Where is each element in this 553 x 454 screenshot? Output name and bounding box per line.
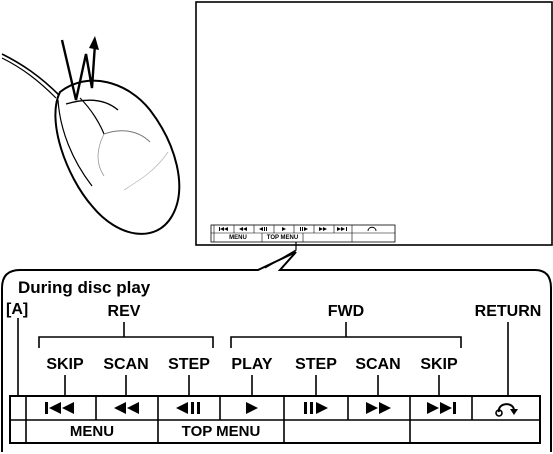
skip-back-button[interactable] bbox=[27, 397, 95, 419]
return-group-label: RETURN bbox=[474, 303, 542, 320]
fwd-group-label: FWD bbox=[327, 303, 365, 320]
menu-button[interactable]: MENU bbox=[69, 423, 115, 440]
mini-control-bar bbox=[210, 224, 396, 243]
control-bar-frame bbox=[9, 395, 541, 444]
top-menu-button[interactable]: TOP MENU bbox=[181, 423, 261, 440]
panel-title: During disc play bbox=[18, 278, 151, 297]
fast-forward-icon bbox=[366, 402, 391, 414]
mouse-cable bbox=[1, 53, 61, 97]
callout-panel bbox=[1, 251, 552, 452]
return-icon bbox=[495, 403, 518, 417]
rev-step-label: STEP bbox=[168, 356, 210, 373]
step-forward-button[interactable] bbox=[285, 397, 347, 419]
mouse-icon bbox=[54, 79, 181, 235]
click-arrows-icon bbox=[60, 36, 99, 101]
step-forward-icon bbox=[304, 402, 328, 414]
mini-menu-label: MENU bbox=[229, 235, 247, 241]
play-label: PLAY bbox=[231, 356, 273, 373]
play-icon bbox=[246, 402, 258, 414]
rewind-button[interactable] bbox=[97, 397, 157, 419]
step-back-icon bbox=[176, 402, 200, 414]
return-button[interactable] bbox=[473, 397, 539, 419]
rev-scan-label: SCAN bbox=[103, 356, 149, 373]
fwd-scan-label: SCAN bbox=[355, 356, 401, 373]
mini-top-menu-label: TOP MENU bbox=[266, 235, 299, 241]
skip-forward-button[interactable] bbox=[411, 397, 471, 419]
tv-screen bbox=[195, 1, 553, 246]
play-button[interactable] bbox=[221, 397, 283, 419]
section-marker: [A] bbox=[6, 301, 29, 318]
fwd-step-label: STEP bbox=[295, 356, 337, 373]
rewind-icon bbox=[114, 402, 139, 414]
rev-skip-label: SKIP bbox=[46, 356, 84, 373]
step-back-button[interactable] bbox=[159, 397, 219, 419]
fast-forward-button[interactable] bbox=[349, 397, 409, 419]
fwd-skip-label: SKIP bbox=[420, 356, 458, 373]
rev-group-label: REV bbox=[107, 303, 141, 320]
skip-forward-icon bbox=[427, 402, 456, 414]
skip-back-icon bbox=[45, 402, 74, 414]
group-brackets bbox=[17, 318, 509, 396]
